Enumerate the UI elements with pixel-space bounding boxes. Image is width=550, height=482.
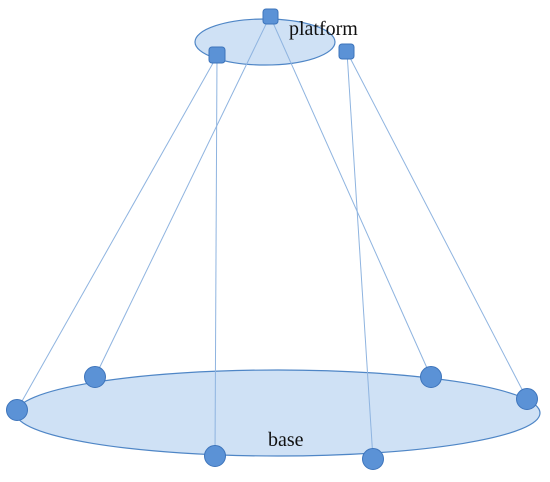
base-label: base <box>268 429 304 451</box>
platform-label: platform <box>289 18 358 40</box>
platform-joint-left <box>208 46 226 64</box>
base-joints <box>6 366 538 470</box>
base-joint-3 <box>204 445 226 467</box>
base-joint-1 <box>6 399 28 421</box>
base-joint-4 <box>362 448 384 470</box>
link-1 <box>16 55 218 411</box>
link-4 <box>269 15 432 378</box>
links <box>16 15 528 460</box>
base-joint-6 <box>516 388 538 410</box>
base-joint-2 <box>84 366 106 388</box>
platform-joint-right <box>338 43 355 60</box>
link-2 <box>214 55 218 457</box>
platform-joint-top <box>262 8 279 25</box>
platform-joints <box>208 8 355 64</box>
link-6 <box>346 51 374 460</box>
base-joint-5 <box>420 366 442 388</box>
link-3 <box>94 15 271 378</box>
link-5 <box>346 51 528 400</box>
